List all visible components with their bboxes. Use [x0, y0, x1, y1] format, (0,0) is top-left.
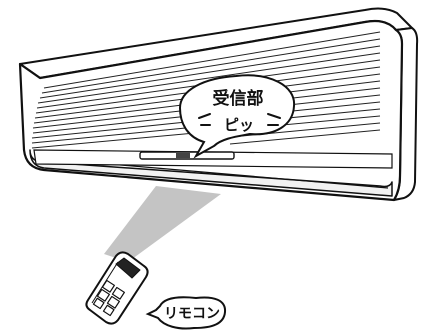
remote-callout: リモコン — [145, 296, 227, 330]
remote-callout-label: リモコン — [164, 306, 220, 322]
receiver-callout: 受信部 ピッ — [178, 74, 296, 159]
beep-marks — [198, 113, 281, 126]
beep-callout-label: ピッ — [224, 116, 254, 134]
remote-display — [115, 257, 141, 279]
receiver-callout-label: 受信部 — [213, 88, 264, 109]
infrared-beam — [104, 186, 221, 262]
remote-control — [85, 251, 149, 325]
lower-panel — [33, 149, 393, 169]
remote-buttons — [92, 279, 125, 317]
